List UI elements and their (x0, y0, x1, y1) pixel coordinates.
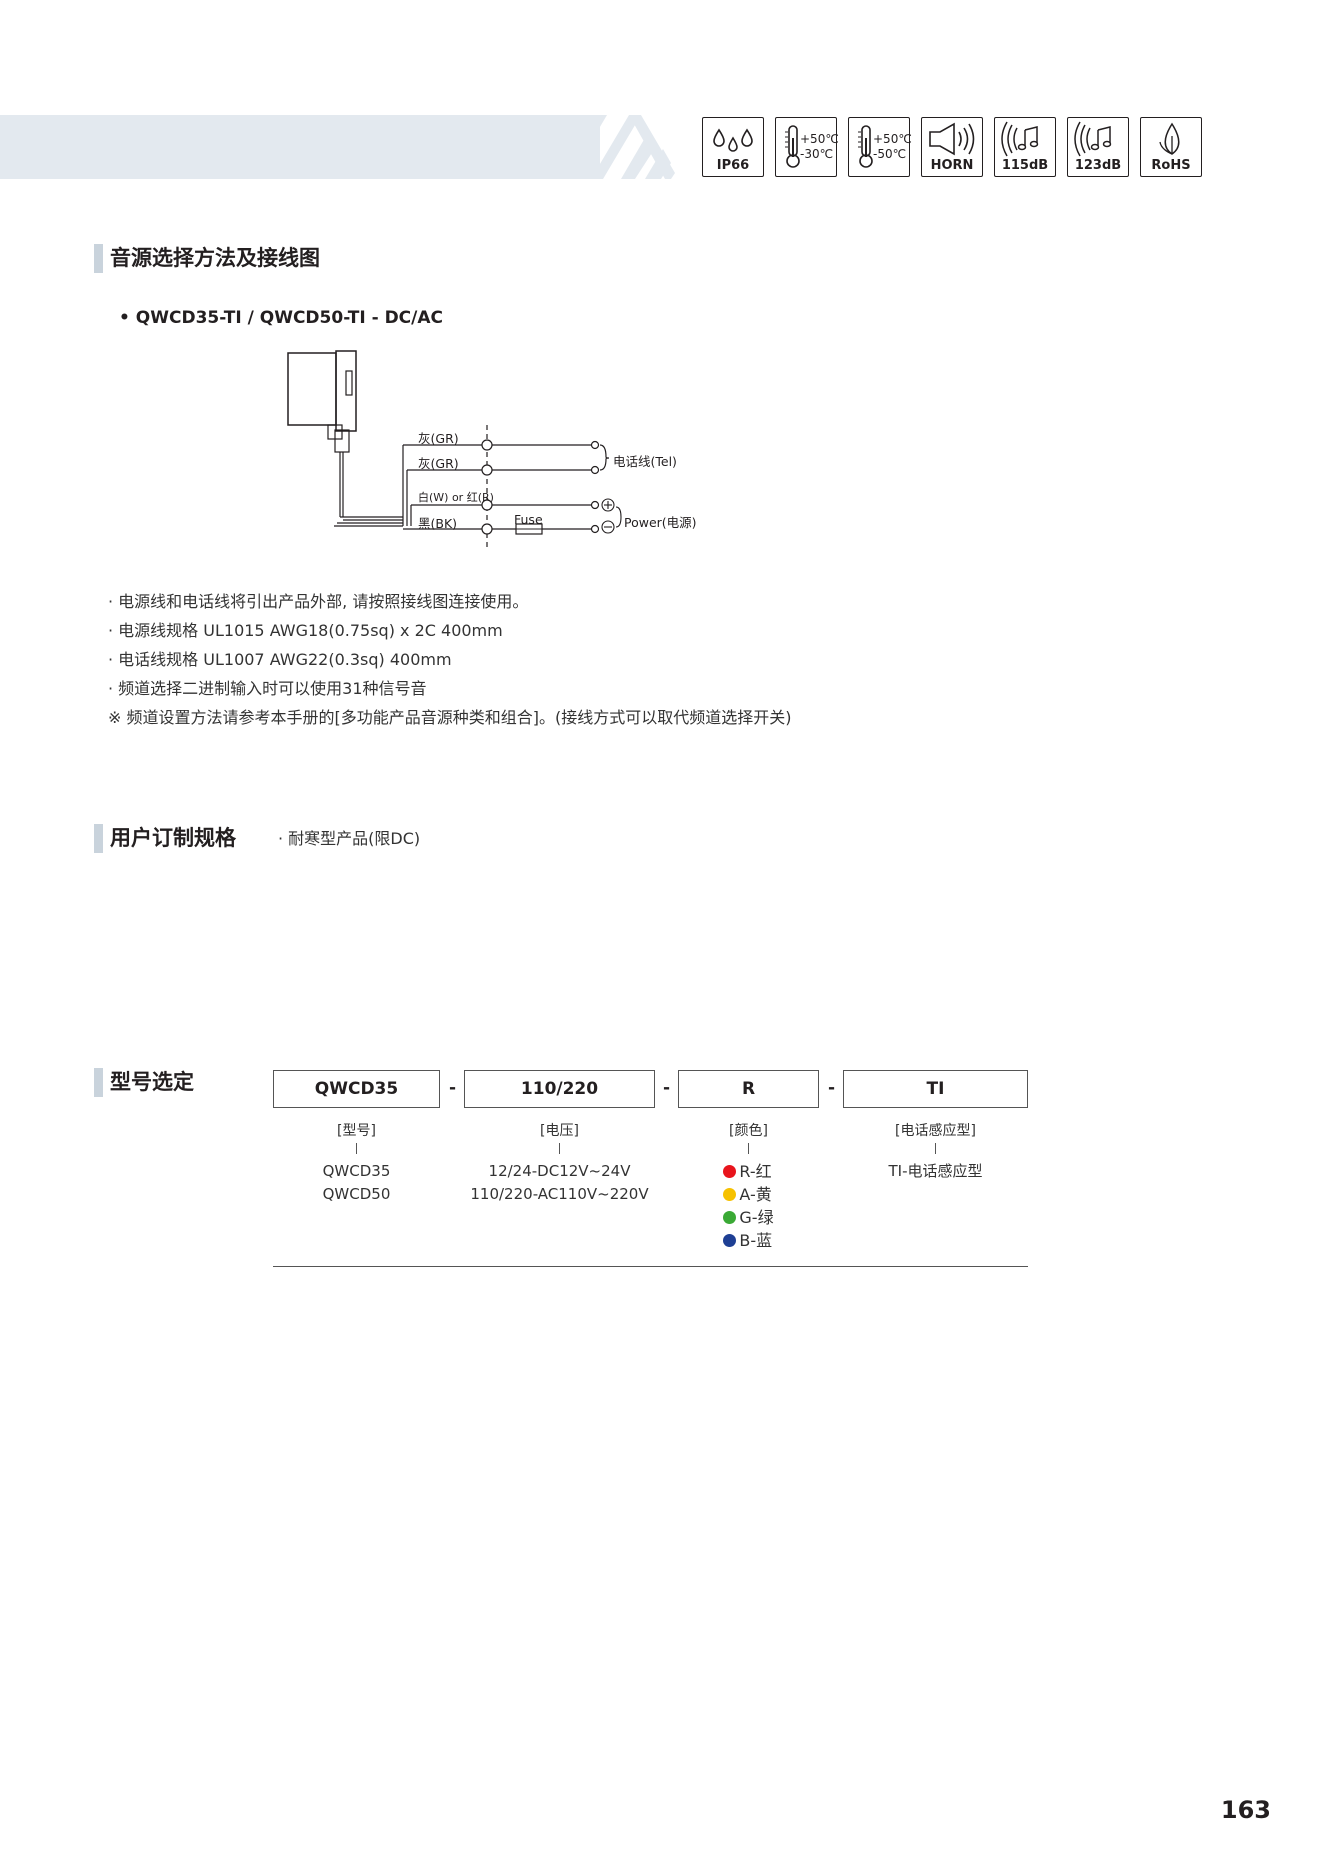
color-option-green: G-绿 (723, 1206, 774, 1229)
column-option: QWCD50 (322, 1185, 391, 1203)
wire-label-gr-1: 灰(GR) (418, 431, 459, 446)
green-dot-icon (723, 1211, 737, 1224)
color-options: R-红 A-黄 G-绿 B-蓝 (723, 1160, 774, 1252)
section-marker (94, 824, 103, 853)
leaf-icon (1159, 122, 1180, 155)
badge-label: 123dB (1074, 158, 1122, 173)
ip66-badge: IP66 (702, 117, 764, 177)
fuse-label: Fuse (514, 512, 543, 527)
115db-badge: 115dB (994, 117, 1056, 177)
color-option-label: B-蓝 (739, 1231, 773, 1250)
column-option: QWCD35 (322, 1162, 391, 1180)
temperature-range: +50℃ -50℃ (873, 132, 912, 162)
color-code-box: R (678, 1070, 819, 1108)
color-option-blue: B-蓝 (723, 1229, 773, 1252)
color-option-yellow: A-黄 (723, 1183, 773, 1206)
rohs-badge: RoHS (1140, 117, 1202, 177)
custom-spec-note: · 耐寒型产品(限DC) (278, 829, 421, 848)
divider (273, 1266, 1028, 1267)
column-tick (934, 1143, 937, 1154)
thermometer-icon (858, 125, 873, 168)
model-code-box: QWCD35 (273, 1070, 440, 1108)
temperature-range: +50℃ -30℃ (800, 132, 839, 162)
temp-low: -30℃ (800, 147, 834, 161)
temperature-badge-1: +50℃ -30℃ (775, 117, 839, 177)
wiring-notes: · 电源线和电话线将引出产品外部, 请按照接线图连接使用。 · 电源线规格 UL… (108, 591, 1208, 729)
code-separator: - (663, 1078, 671, 1098)
color-column: [颜色] R-红 A-黄 G-绿 B-蓝 (678, 1120, 819, 1252)
badge-label: HORN (930, 158, 974, 173)
color-option-red: R-红 (723, 1160, 773, 1183)
sound-level-icon (1074, 121, 1112, 157)
note-line: · 频道选择二进制输入时可以使用31种信号音 (108, 679, 427, 698)
badge-label: 115dB (1001, 158, 1049, 173)
device-body (287, 352, 337, 426)
wire-label-black: 黑(BK) (418, 516, 458, 531)
note-line: ※ 频道设置方法请参考本手册的[多功能产品音源种类和组合]。(接线方式可以取代频… (108, 708, 792, 727)
color-option-label: G-绿 (739, 1208, 774, 1227)
option-column: [电话感应型] TI-电话感应型 (843, 1120, 1028, 1183)
section-title-custom: 用户订制规格 (110, 826, 236, 850)
tel-label: 电话线(Tel) (613, 454, 677, 469)
column-tick (355, 1143, 358, 1154)
cable-gland (334, 429, 350, 453)
option-code-box: TI (843, 1070, 1028, 1108)
horn-icon (929, 122, 975, 156)
column-category: [电压] (540, 1123, 579, 1139)
voltage-column: [电压] 12/24-DC12V~24V 110/220-AC110V~220V (464, 1120, 655, 1206)
color-option-label: A-黄 (739, 1185, 772, 1204)
power-label: Power(电源) (624, 515, 697, 530)
model-subtitle: • QWCD35-TI / QWCD50-TI - DC/AC (119, 308, 444, 328)
horn-badge: HORN (921, 117, 983, 177)
column-category: [颜色] (729, 1123, 768, 1139)
voltage-code-box: 110/220 (464, 1070, 655, 1108)
wire-label-gr-2: 灰(GR) (418, 456, 459, 471)
note-line: · 电源线规格 UL1015 AWG18(0.75sq) x 2C 400mm (108, 621, 503, 640)
section-marker (94, 1068, 103, 1097)
123db-badge: 123dB (1067, 117, 1129, 177)
section-title-model: 型号选定 (110, 1070, 194, 1094)
column-option: 12/24-DC12V~24V (488, 1162, 631, 1180)
wiring-diagram (287, 350, 622, 550)
header-band (0, 115, 600, 179)
badge-label: IP66 (716, 158, 750, 173)
water-drops-icon (713, 128, 753, 152)
sound-level-icon (1001, 121, 1039, 157)
column-tick (747, 1143, 750, 1154)
thermometer-icon (785, 125, 800, 168)
code-separator: - (828, 1078, 836, 1098)
temperature-badge-2: +50℃ -50℃ (848, 117, 912, 177)
badge-label: RoHS (1151, 158, 1191, 173)
section-title-wiring: 音源选择方法及接线图 (110, 246, 320, 270)
temp-high: +50℃ (873, 132, 912, 146)
code-separator: - (449, 1078, 457, 1098)
column-option: TI-电话感应型 (888, 1162, 983, 1180)
note-line: · 电话线规格 UL1007 AWG22(0.3sq) 400mm (108, 650, 452, 669)
model-column: [型号] QWCD35 QWCD50 (273, 1120, 440, 1206)
temp-high: +50℃ (800, 132, 839, 146)
minus-icon (601, 520, 615, 534)
note-line: · 电源线和电话线将引出产品外部, 请按照接线图连接使用。 (108, 592, 529, 611)
column-option: 110/220-AC110V~220V (470, 1185, 649, 1203)
device-mount (335, 350, 357, 432)
section-marker (94, 244, 103, 273)
column-category: [型号] (337, 1123, 376, 1139)
yellow-dot-icon (723, 1188, 737, 1201)
blue-dot-icon (723, 1234, 737, 1247)
column-tick (558, 1143, 561, 1154)
temp-low: -50℃ (873, 147, 907, 161)
plus-icon (601, 498, 615, 512)
header-stripes (555, 115, 675, 179)
column-category: [电话感应型] (895, 1123, 976, 1139)
wire-label-white-red: 白(W) or 红(R) (418, 491, 494, 504)
page-number: 163 (1220, 1796, 1271, 1824)
red-dot-icon (723, 1165, 737, 1178)
color-option-label: R-红 (739, 1162, 772, 1181)
